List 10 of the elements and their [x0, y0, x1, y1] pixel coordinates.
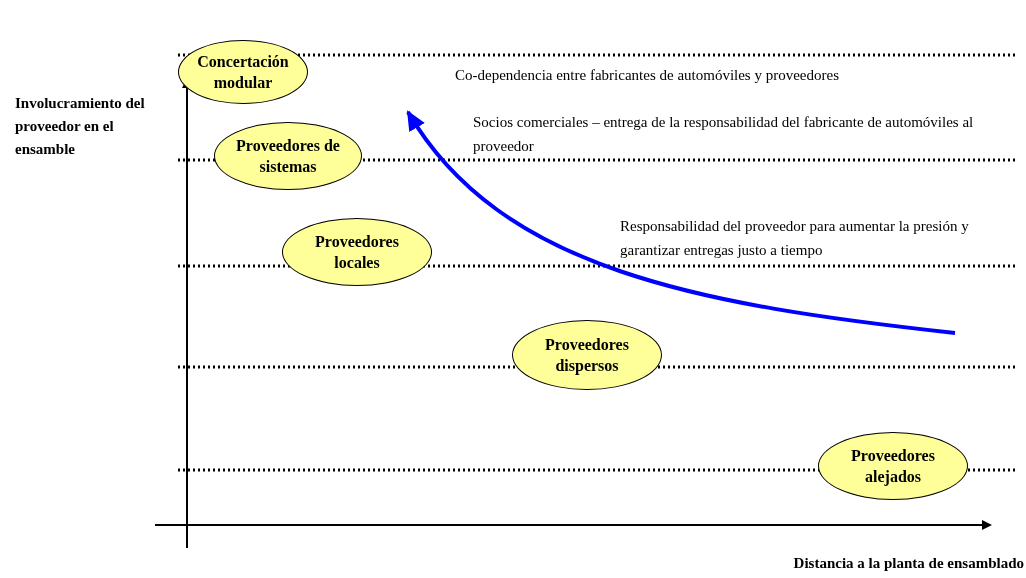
y-axis-title: Involucramiento del proveedor en el ensamble: [15, 94, 146, 159]
x-axis-title: Distancia a la planta de ensamblado: [793, 554, 1024, 573]
node-label: Concertación modular: [196, 52, 290, 93]
annotation-text: Co-dependencia entre fabricantes de automóviles y proveedores: [455, 66, 839, 85]
node-label: Proveedores alejados: [850, 446, 936, 487]
annotation-text: Socios comerciales – entrega de la responsabilidad del fabricante de automóviles al proveedor: [473, 113, 975, 156]
node-label: Proveedores de sistemas: [235, 136, 341, 177]
annotation-text: Responsabilidad del proveedor para aumentar la presión y garantizar entregas justo a tiempo: [620, 217, 970, 260]
node-label: Proveedores locales: [314, 232, 400, 273]
node-label: Proveedores dispersos: [544, 335, 630, 376]
